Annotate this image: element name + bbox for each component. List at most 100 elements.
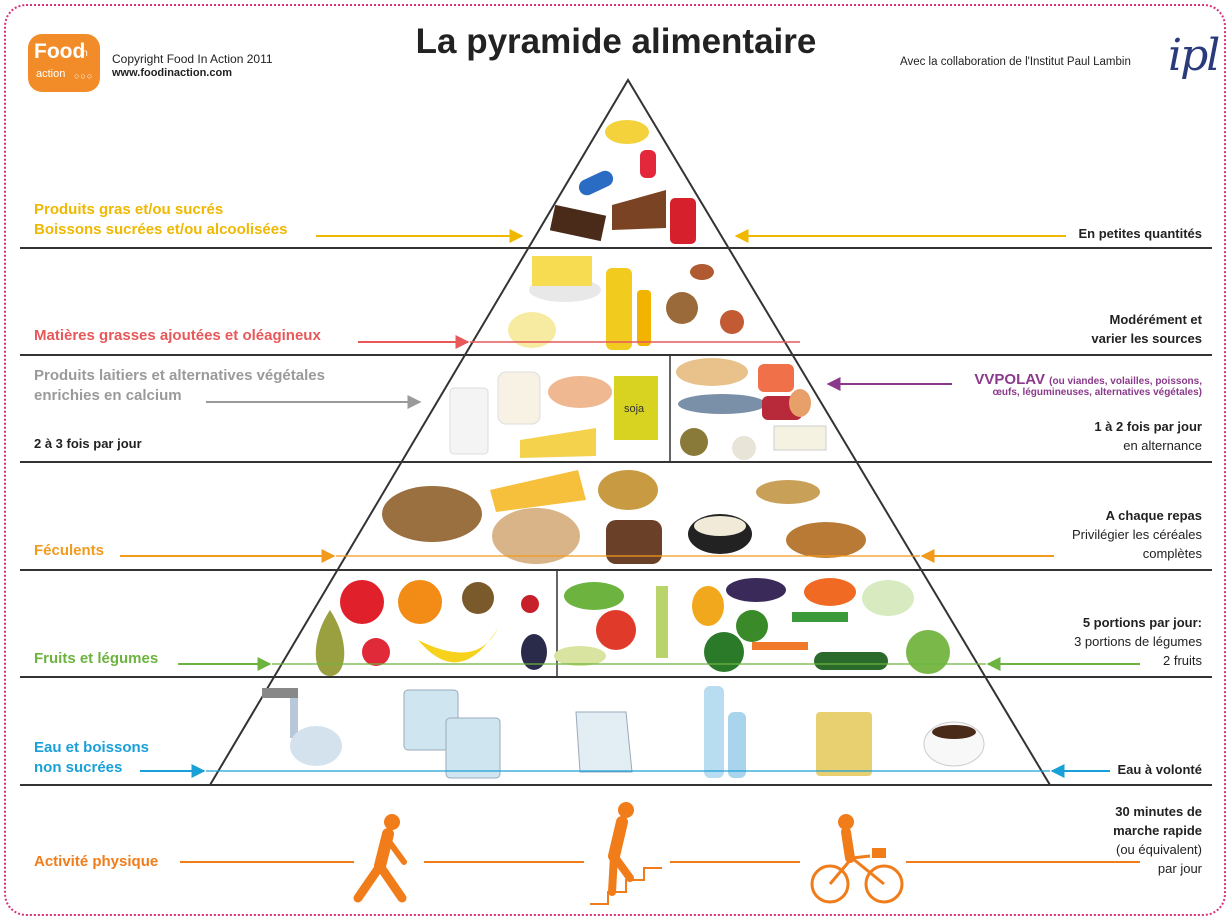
- water-advice: Eau à volonté: [1117, 762, 1202, 777]
- starch-advice-line2: Privilégier les céréales: [1071, 527, 1202, 542]
- cereal-icon: [786, 522, 866, 558]
- fruits-label: Fruits et légumes: [34, 650, 159, 667]
- cheese-wedge-icon: [520, 428, 596, 458]
- logo-food-text: Food: [34, 40, 86, 63]
- sweets-food-icons: [549, 120, 696, 244]
- oil-small-bottle-icon: [637, 290, 651, 346]
- tea-glass-icon: [816, 712, 872, 776]
- protein-advice-line2: en alternance: [1123, 438, 1202, 453]
- water-bottle-icon: [704, 686, 724, 778]
- orange-icon: [398, 580, 442, 624]
- stairs-person-icon: [590, 802, 662, 905]
- bread-loaf-icon: [382, 486, 482, 542]
- chicken-icon: [676, 358, 748, 386]
- cheese-round-icon: [548, 376, 612, 408]
- tomato-icon: [596, 610, 636, 650]
- hazelnut-icon: [720, 310, 744, 334]
- lentils-icon: [680, 428, 708, 456]
- eggplant-icon: [726, 578, 786, 602]
- sweets-label-line1: Produits gras et/ou sucrés: [34, 201, 224, 218]
- starch-label: Féculents: [34, 542, 105, 559]
- protein-detail-line2: œufs, légumineuses, alternatives végétal…: [992, 387, 1202, 398]
- carrot-grated-icon: [804, 578, 856, 606]
- water-splash-icon: [290, 726, 342, 766]
- leek-icon: [656, 586, 668, 658]
- dairy-frequency: 2 à 3 fois par jour: [34, 436, 142, 451]
- margarine-icon: [508, 312, 556, 348]
- gummy-bear-icon: [640, 150, 656, 178]
- water-icons: [262, 686, 985, 779]
- fruit-icons: [315, 580, 547, 676]
- soja-carton-icon: [614, 376, 658, 440]
- activity-label: Activité physique: [34, 853, 159, 870]
- kiwi-icon: [462, 582, 494, 614]
- bread-slice-icon: [492, 508, 580, 564]
- water-bottle-small-icon: [728, 712, 746, 778]
- almond-icon: [690, 264, 714, 280]
- green-beans-icon: [792, 612, 848, 622]
- lettuce-icon: [906, 630, 950, 674]
- banana-icon: [418, 628, 498, 663]
- protein-food-icons: [676, 358, 827, 460]
- spinach-icon: [736, 610, 768, 642]
- soja-label: soja: [624, 403, 645, 415]
- sweets-advice: En petites quantités: [1078, 226, 1202, 241]
- candy-icon: [578, 170, 614, 196]
- page-border: [4, 4, 1226, 916]
- strawberry-icon: [362, 638, 390, 666]
- dairy-label-line1: Produits laitiers et alternatives végéta…: [34, 367, 325, 384]
- yogurt-icon: [497, 371, 541, 425]
- grains-icon: [756, 480, 820, 504]
- protein-advice-line1: 1 à 2 fois par jour: [1094, 419, 1202, 434]
- activity-advice-line3: (ou équivalent): [1116, 842, 1202, 857]
- egg-icon: [789, 389, 811, 417]
- copyright-text: Copyright Food In Action 2011: [112, 52, 273, 66]
- butter-icon: [532, 256, 592, 286]
- soda-can-icon: [670, 198, 696, 244]
- chips-icon: [605, 120, 649, 144]
- walnut-icon: [666, 292, 698, 324]
- fats-label: Matières grasses ajoutées et oléagineux: [34, 327, 321, 344]
- endive-icon: [554, 646, 606, 666]
- plum-icon: [521, 634, 547, 670]
- cucumber-icon: [564, 582, 624, 610]
- fruits-advice-line2: 3 portions de légumes: [1074, 634, 1202, 649]
- dairy-food-icons: soja: [449, 371, 658, 458]
- carrot-icon: [752, 642, 808, 650]
- potatoes-icon: [598, 470, 658, 510]
- protein-title: VVPOLAV: [974, 371, 1045, 388]
- ipl-logo: ipl: [1168, 30, 1220, 81]
- sweets-label-line2: Boissons sucrées et/ou alcoolisées: [34, 221, 288, 238]
- broccoli-icon: [704, 632, 744, 672]
- salmon-icon: [758, 364, 794, 392]
- protein-detail-line1: (ou viandes, volailles, poissons,: [1049, 376, 1202, 387]
- milk-glass-icon: [449, 387, 489, 455]
- water-label-line2: non sucrées: [34, 759, 123, 776]
- website-link[interactable]: www.foodinaction.com: [112, 67, 232, 79]
- page-title: La pyramide alimentaire: [415, 22, 817, 61]
- walking-person-icon: [353, 814, 407, 903]
- starch-advice-line3: complètes: [1142, 546, 1202, 561]
- starch-advice-line1: A chaque repas: [1105, 508, 1202, 523]
- cyclist-icon: [810, 814, 904, 904]
- soup-bowl-icon: [862, 580, 914, 616]
- food-in-action-logo: Food in action ○○○: [28, 34, 100, 92]
- tofu-icon: [773, 425, 827, 451]
- pyramid-outline: [208, 78, 1052, 786]
- fruits-advice-line3: 2 fruits: [1162, 653, 1202, 668]
- crackers-icon: [606, 520, 662, 564]
- vegetable-icons: [554, 578, 950, 674]
- oil-bottle-icon: [606, 268, 632, 350]
- logo-dots-icon: ○○○: [74, 71, 94, 81]
- activity-advice-line1: 30 minutes de: [1115, 804, 1202, 819]
- logo-in-text: in: [80, 48, 88, 59]
- activity-advice-line2: marche rapide: [1113, 823, 1202, 838]
- water-label-line1: Eau et boissons: [34, 739, 150, 756]
- starch-food-icons: [382, 470, 866, 564]
- collaboration-text: Avec la collaboration de l'Institut Paul…: [900, 56, 1131, 68]
- chocolate-icon: [549, 204, 607, 242]
- activity-advice-line4: par jour: [1157, 861, 1202, 876]
- glass-of-water-2-icon: [445, 717, 501, 779]
- fish-icon: [678, 394, 766, 414]
